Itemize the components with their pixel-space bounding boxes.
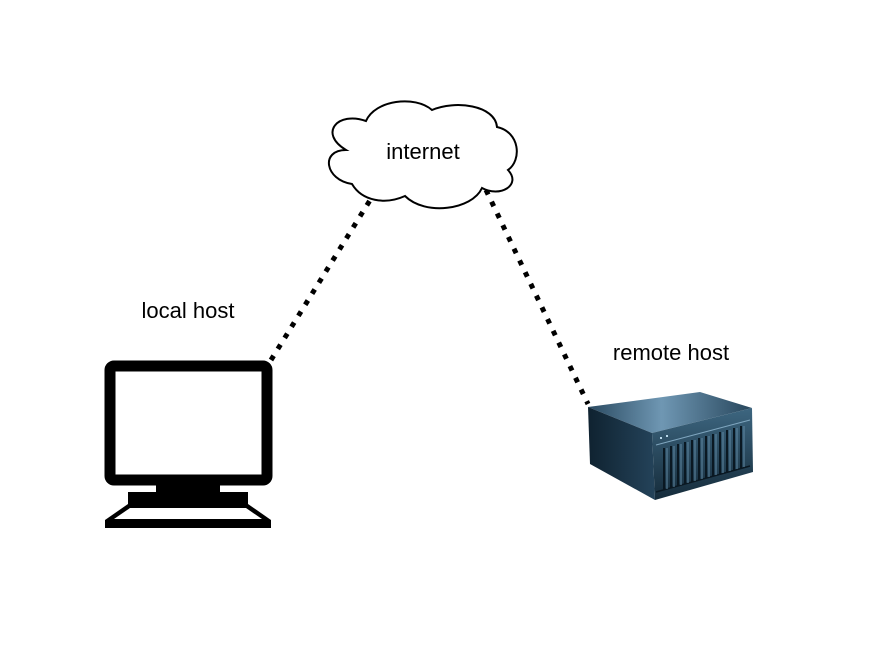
cloud-icon xyxy=(328,100,518,210)
remote-host-label: remote host xyxy=(613,340,729,365)
server-icon xyxy=(588,392,753,500)
connection-local-to-internet xyxy=(268,195,375,362)
connection-internet-to-remote xyxy=(483,188,591,406)
local-host-label: local host xyxy=(142,298,235,323)
internet-label: internet xyxy=(386,139,459,164)
monitor-icon xyxy=(104,360,273,528)
